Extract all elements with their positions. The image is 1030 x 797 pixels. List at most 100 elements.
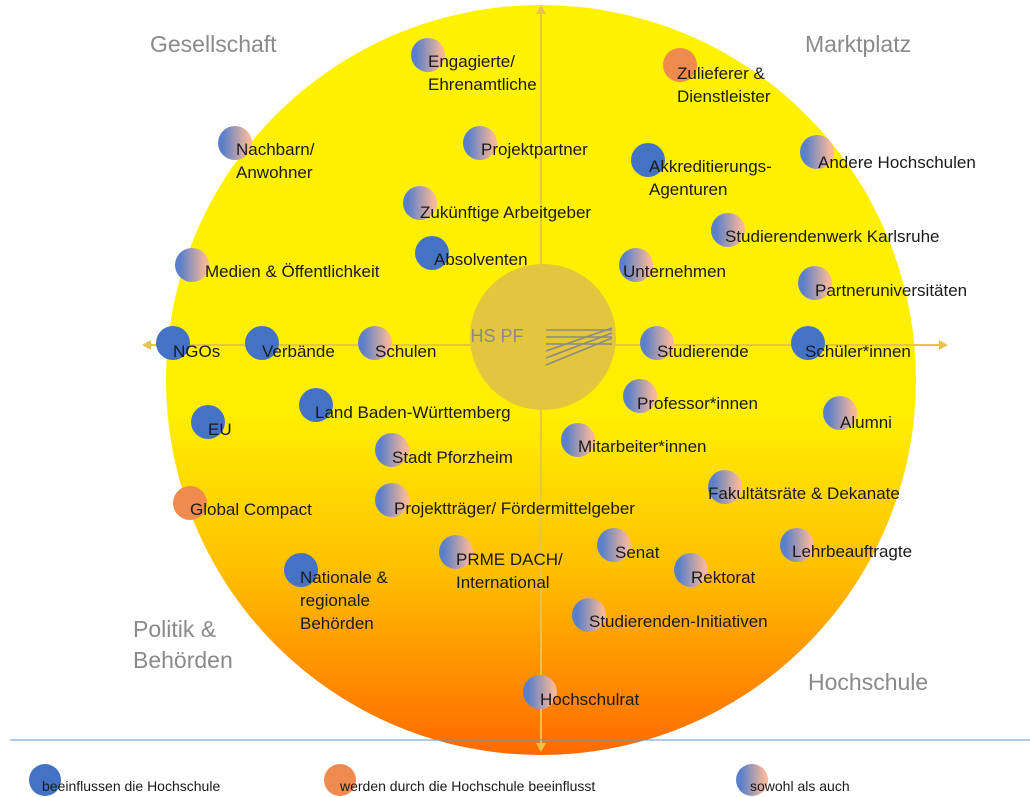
stakeholder-node: Projektpartner bbox=[463, 126, 588, 160]
stakeholder-marker-both bbox=[403, 186, 437, 220]
stakeholder-node: Land Baden-Württemberg bbox=[299, 388, 511, 422]
stakeholder-node: Zukünftige Arbeitgeber bbox=[403, 186, 591, 222]
legend-marker-both bbox=[736, 764, 768, 796]
stakeholder-marker-both bbox=[523, 675, 557, 709]
legend-label: sowohl als auch bbox=[750, 778, 850, 794]
stakeholder-node: Engagierte/Ehrenamtliche bbox=[411, 38, 537, 94]
stakeholder-marker-both bbox=[711, 213, 745, 247]
stakeholder-node: Unternehmen bbox=[619, 248, 726, 282]
hs-pf-logo-icon bbox=[545, 327, 613, 366]
stakeholder-node: Rektorat bbox=[674, 553, 756, 587]
stakeholder-node: Nachbarn/Anwohner bbox=[218, 126, 315, 182]
stakeholder-marker-both bbox=[358, 326, 392, 360]
stakeholder-label: Andere Hochschulen bbox=[818, 153, 976, 172]
stakeholder-marker-blue bbox=[631, 143, 665, 177]
stakeholder-label: Land Baden-Württemberg bbox=[315, 403, 511, 422]
stakeholder-label: Projektpartner bbox=[481, 140, 588, 159]
stakeholder-node: Global Compact bbox=[173, 486, 312, 520]
stakeholder-node: Professor*innen bbox=[623, 379, 758, 413]
stakeholder-node: Schüler*innen bbox=[791, 326, 911, 361]
stakeholder-marker-both bbox=[175, 248, 209, 282]
stakeholder-marker-both bbox=[375, 433, 409, 467]
stakeholder-marker-orange bbox=[663, 48, 697, 82]
stakeholder-marker-both bbox=[411, 38, 445, 72]
stakeholder-node: Projektträger/ Fördermittelgeber bbox=[375, 483, 635, 518]
stakeholder-node: Stadt Pforzheim bbox=[375, 433, 513, 467]
stakeholder-marker-both bbox=[572, 598, 606, 632]
stakeholder-node: NGOs bbox=[156, 326, 220, 361]
stakeholder-node: Hochschulrat bbox=[523, 675, 639, 709]
quadrant-label-bottom-right: Hochschule bbox=[808, 669, 928, 695]
stakeholder-label: Rektorat bbox=[691, 568, 756, 587]
legend-item: sowohl als auch bbox=[736, 764, 850, 796]
stakeholder-label: Schulen bbox=[375, 342, 436, 361]
stakeholder-label: PRME DACH/International bbox=[456, 550, 563, 592]
legend-marker-orange bbox=[324, 764, 356, 796]
stakeholder-marker-both bbox=[623, 379, 657, 413]
stakeholder-label: Global Compact bbox=[190, 500, 312, 519]
stakeholder-label: Stadt Pforzheim bbox=[392, 448, 513, 467]
stakeholder-marker-blue bbox=[415, 236, 449, 270]
stakeholder-label: Mitarbeiter*innen bbox=[578, 437, 707, 456]
stakeholder-marker-both bbox=[439, 535, 473, 569]
stakeholder-marker-both bbox=[561, 423, 595, 457]
legend-marker-blue bbox=[29, 764, 61, 796]
stakeholder-node: Absolventen bbox=[415, 236, 528, 270]
stakeholder-label: Absolventen bbox=[434, 250, 528, 269]
stakeholder-marker-both bbox=[823, 396, 857, 430]
stakeholder-node: Lehrbeauftragte bbox=[780, 528, 912, 562]
quadrant-label-bottom-left: Politik &Behörden bbox=[133, 616, 233, 673]
stakeholder-marker-blue bbox=[191, 405, 225, 439]
stakeholder-label: Senat bbox=[615, 543, 660, 562]
stakeholder-marker-blue bbox=[791, 326, 825, 360]
stakeholder-node: Studierenden-Initiativen bbox=[572, 598, 768, 632]
legend-item: beeinflussen die Hochschule bbox=[29, 764, 220, 796]
stakeholder-marker-both bbox=[708, 470, 742, 504]
stakeholder-marker-blue bbox=[284, 553, 318, 587]
stakeholder-label: Verbände bbox=[262, 342, 335, 361]
stakeholder-marker-both bbox=[780, 528, 814, 562]
axis-arrowheads bbox=[142, 5, 948, 752]
stakeholder-label: Akkreditierungs-Agenturen bbox=[649, 157, 772, 199]
stakeholder-marker-both bbox=[597, 528, 631, 562]
stakeholder-node: Medien & Öffentlichkeit bbox=[175, 248, 380, 282]
stakeholder-label: Studierende bbox=[657, 342, 749, 361]
stakeholder-node: Akkreditierungs-Agenturen bbox=[631, 143, 772, 199]
stakeholder-marker-blue bbox=[156, 326, 190, 360]
stakeholder-label: Medien & Öffentlichkeit bbox=[205, 262, 380, 281]
stakeholder-label: Alumni bbox=[840, 413, 892, 432]
stakeholder-marker-both bbox=[218, 126, 252, 160]
stakeholder-label: Engagierte/Ehrenamtliche bbox=[428, 52, 537, 94]
legend-label: werden durch die Hochschule beeinflusst bbox=[339, 778, 595, 794]
stakeholder-marker-both bbox=[619, 248, 653, 282]
center-circle bbox=[470, 264, 616, 410]
stakeholder-node: Senat bbox=[597, 528, 660, 562]
stakeholder-node: Studierendenwerk Karlsruhe bbox=[711, 213, 940, 247]
stakeholder-label: Lehrbeauftragte bbox=[792, 542, 912, 561]
stakeholder-node: Verbände bbox=[245, 326, 335, 361]
stakeholder-label: Schüler*innen bbox=[805, 342, 911, 361]
stakeholder-label: Zukünftige Arbeitgeber bbox=[420, 203, 591, 222]
legend: beeinflussen die Hochschule werden durch … bbox=[29, 764, 850, 796]
stakeholder-marker-blue bbox=[245, 326, 279, 360]
stakeholder-node: Fakultätsräte & Dekanate bbox=[708, 470, 900, 504]
stakeholder-marker-both bbox=[798, 266, 832, 300]
stakeholder-node: Zulieferer &Dienstleister bbox=[663, 48, 771, 106]
stakeholder-marker-both bbox=[463, 126, 497, 160]
stakeholder-label: Professor*innen bbox=[637, 394, 758, 413]
quadrant-label-top-right: Marktplatz bbox=[805, 31, 911, 57]
center-label: HS PF bbox=[470, 326, 523, 346]
stakeholder-label: Unternehmen bbox=[623, 262, 726, 281]
stakeholder-marker-both bbox=[640, 326, 674, 360]
stakeholder-label: NGOs bbox=[173, 342, 220, 361]
quadrant-label-top-left: Gesellschaft bbox=[150, 31, 277, 57]
legend-item: werden durch die Hochschule beeinflusst bbox=[324, 764, 595, 796]
stakeholder-nodes: Engagierte/Ehrenamtliche Zulieferer &Dien… bbox=[156, 38, 976, 709]
stakeholder-node: Alumni bbox=[823, 396, 892, 432]
stakeholder-marker-blue bbox=[299, 388, 333, 422]
stakeholder-label: Zulieferer &Dienstleister bbox=[677, 64, 771, 106]
stakeholder-marker-both bbox=[375, 483, 409, 517]
